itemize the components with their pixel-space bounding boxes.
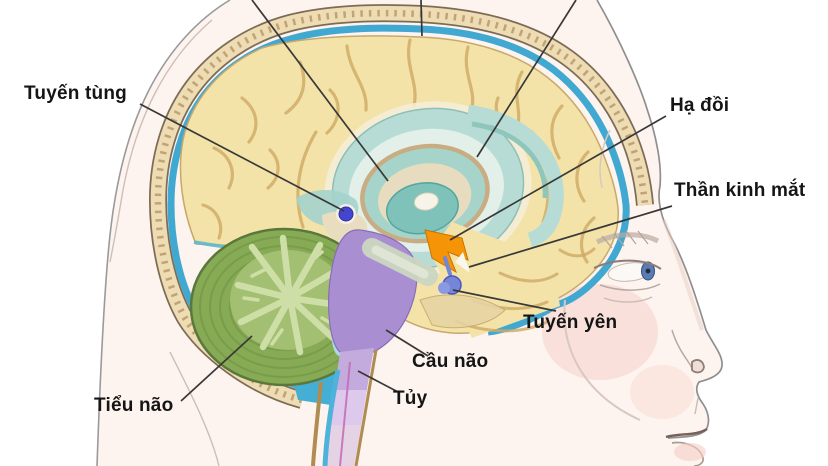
forehead-line <box>599 129 611 189</box>
optic-chiasm <box>455 252 470 273</box>
label-tieu-nao: Tiểu não <box>94 395 174 416</box>
arbor-vitae-twigs <box>242 250 338 346</box>
canal-wall-right <box>354 349 378 466</box>
arbor-vitae-branches <box>234 234 349 356</box>
leader-line-tuyen-tung <box>139 103 345 212</box>
leader-line-ha-doi <box>449 115 667 241</box>
leader-lines <box>139 0 673 402</box>
nose-wing-line <box>671 329 693 369</box>
mouth-line <box>665 427 708 439</box>
brainstem <box>328 229 438 358</box>
label-cau-nao: Cầu não <box>412 351 489 372</box>
csf-band <box>167 24 630 392</box>
lower-lip-fill <box>674 443 706 461</box>
leader-line-tuyen-yen <box>452 289 557 312</box>
interthalamic-dot <box>413 192 439 211</box>
scalp-inner-line <box>109 19 213 263</box>
canal-wall-left <box>311 381 323 466</box>
sella-turcica <box>419 294 506 329</box>
cord-pia-stripe <box>339 361 351 466</box>
philtrum-line <box>694 397 699 415</box>
ring-swirl-tail <box>466 104 564 248</box>
label-tuy: Tủy <box>393 388 428 409</box>
leader-line-cut-top-right <box>476 0 577 158</box>
face-profile-outline <box>596 0 723 439</box>
cheek-blush-2 <box>630 365 694 419</box>
upper-eyelid <box>593 259 662 270</box>
leader-line-cut-top-center <box>420 0 423 37</box>
label-ha-doi: Hạ đồi <box>670 95 730 116</box>
nose-bridge-shading <box>662 219 704 331</box>
leader-line-cau-nao <box>385 329 429 357</box>
hypothalamus-shape <box>424 229 469 274</box>
leader-line-tuy <box>357 370 401 394</box>
bone-stipple-texture <box>154 9 649 404</box>
skull-bone <box>148 4 654 409</box>
cheek-blush <box>542 284 658 380</box>
cheek-contour <box>563 299 641 421</box>
leader-line-cut-top-left <box>251 0 389 182</box>
eyebrow-hatching <box>601 230 649 249</box>
undereye-crease <box>603 296 653 303</box>
label-tuyen-yen: Tuyến yên <box>523 312 618 333</box>
aqueduct-highlight <box>371 245 429 279</box>
lower-eyelid <box>599 283 661 291</box>
cord-bottom-tint <box>324 425 362 466</box>
neck-crease <box>169 351 220 466</box>
limbic-rings <box>324 101 532 275</box>
face-details <box>563 129 708 461</box>
pineal-gland <box>336 204 356 224</box>
sulci <box>201 38 596 264</box>
cerebellum <box>189 227 379 387</box>
leader-line-than-kinh-mat <box>468 205 673 268</box>
pituitary-stalk <box>443 256 452 276</box>
pituitary-front-lobe <box>438 282 450 294</box>
eyebrow <box>595 232 660 245</box>
spinal-cord <box>311 348 378 466</box>
label-tuyen-tung: Tuyến tùng <box>24 83 127 104</box>
eye <box>593 259 662 303</box>
pupil <box>645 268 651 274</box>
cord-csf-stripe <box>322 369 341 466</box>
label-than-kinh-mat: Thần kinh mắt <box>674 180 806 201</box>
pituitary-gland <box>438 256 462 295</box>
head-back-outline <box>96 0 231 466</box>
leader-line-tieu-nao <box>180 335 253 402</box>
nostril <box>691 359 705 374</box>
lower-lip-outline <box>671 441 704 466</box>
